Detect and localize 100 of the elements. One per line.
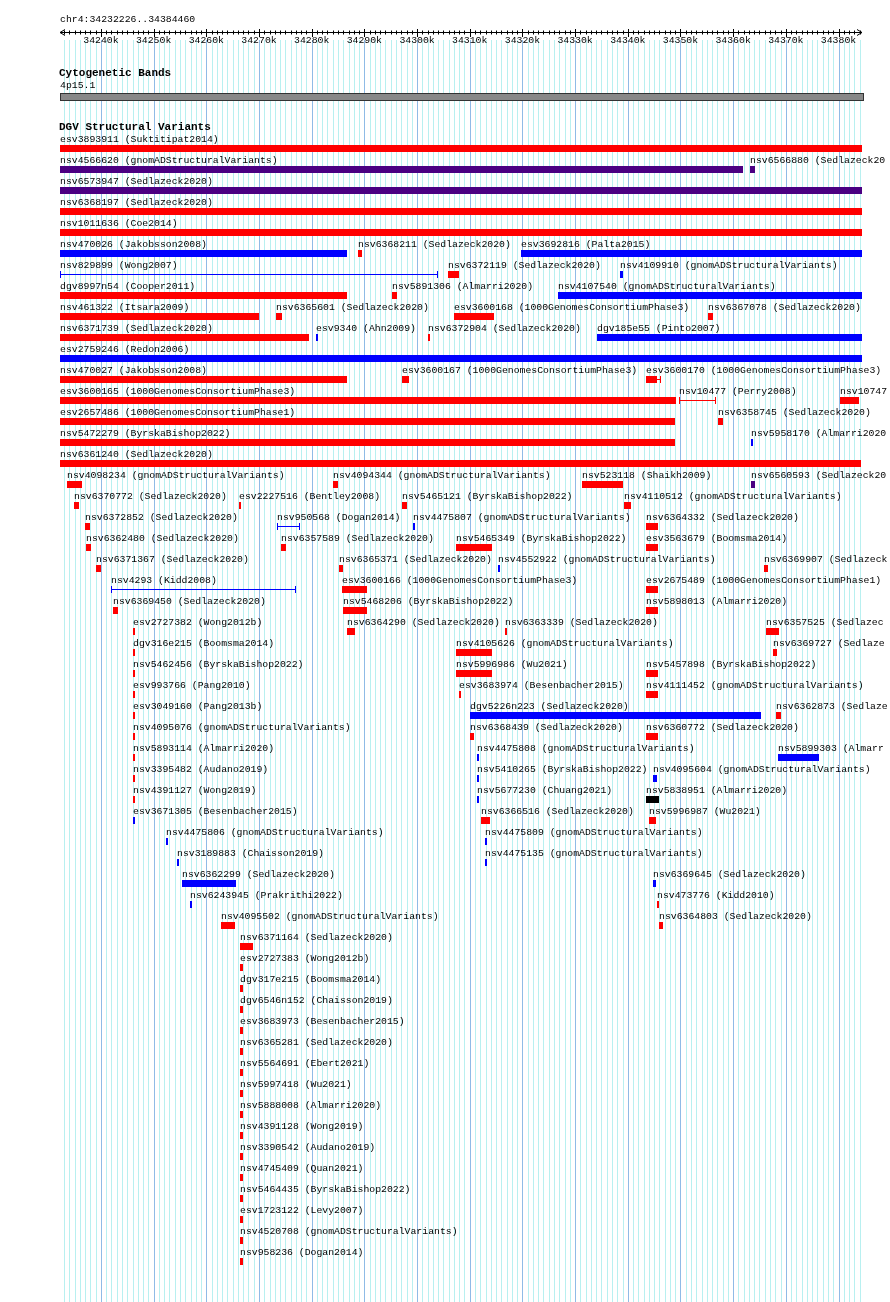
variant-label: nsv4391128 (Wong2019) <box>240 1121 364 1133</box>
tick-label: 34370k <box>767 35 804 47</box>
variant-label: nsv6370772 (Sedlazeck2020) <box>74 491 227 503</box>
variant-label: nsv5564691 (Ebert2021) <box>240 1058 370 1070</box>
variant-label: nsv5472279 (ByrskaBishop2022) <box>60 428 231 440</box>
variant-label: nsv3189883 (Chaisson2019) <box>177 848 324 860</box>
variant-label: nsv5465349 (ByrskaBishop2022) <box>456 533 627 545</box>
variant-label: nsv10747 <box>840 386 888 398</box>
variant-label: nsv5996987 (Wu2021) <box>649 806 761 818</box>
variant-label: esv3049160 (Pang2013b) <box>133 701 263 713</box>
variant-label: nsv4095604 (gnomADStructuralVariants) <box>653 764 871 776</box>
variant-label: nsv6369450 (Sedlazeck2020) <box>113 596 266 608</box>
variant-label: nsv6566880 (Sedlazeck20 <box>750 155 886 167</box>
tick-label: 34360k <box>715 35 752 47</box>
variant-label: nsv6363339 (Sedlazeck2020) <box>505 617 658 629</box>
variant-label: esv993766 (Pang2010) <box>133 680 251 692</box>
tick-label: 34330k <box>557 35 594 47</box>
variant-label: nsv5410265 (ByrskaBishop2022) <box>477 764 648 776</box>
variant-label: nsv470026 (Jakobsson2008) <box>60 239 207 251</box>
variant-label: nsv6364803 (Sedlazeck2020) <box>659 911 812 923</box>
variant-label: esv2727382 (Wong2012b) <box>133 617 263 629</box>
variant-label: esv3563679 (Boomsma2014) <box>646 533 788 545</box>
variant-label: nsv6357525 (Sedlazec <box>766 617 884 629</box>
tick-label: 34380k <box>820 35 857 47</box>
variant-label: nsv4109910 (gnomADStructuralVariants) <box>620 260 838 272</box>
variant-label: dgv317e215 (Boomsma2014) <box>240 974 382 986</box>
variant-label: nsv3395482 (Audano2019) <box>133 764 269 776</box>
variant-label: nsv5958170 (Almarri2020 <box>751 428 887 440</box>
variant-label: nsv4105626 (gnomADStructuralVariants) <box>456 638 674 650</box>
variant-label: nsv5462456 (ByrskaBishop2022) <box>133 659 304 671</box>
tick-label: 34260k <box>188 35 225 47</box>
variant-label: nsv6368197 (Sedlazeck2020) <box>60 197 213 209</box>
variant-label: nsv6357589 (Sedlazeck2020) <box>281 533 434 545</box>
variant-label: nsv5899303 (Almarr <box>778 743 884 755</box>
variant-label: dgv316e215 (Boomsma2014) <box>133 638 275 650</box>
variant-label: dgv6546n152 (Chaisson2019) <box>240 995 393 1007</box>
variant-label: nsv6365371 (Sedlazeck2020) <box>339 554 492 566</box>
variant-label: nsv4520708 (gnomADStructuralVariants) <box>240 1226 458 1238</box>
band-label: 4p15.1 <box>60 80 96 92</box>
variant-label: nsv6365281 (Sedlazeck2020) <box>240 1037 393 1049</box>
variant-label: nsv4094344 (gnomADStructuralVariants) <box>333 470 551 482</box>
tick-label: 34250k <box>135 35 172 47</box>
variant-label: esv3671305 (Besenbacher2015) <box>133 806 298 818</box>
variant-label: nsv4111452 (gnomADStructuralVariants) <box>646 680 864 692</box>
track-title: DGV Structural Variants <box>59 121 211 133</box>
variant-label: dgv8997n54 (Cooper2011) <box>60 281 196 293</box>
tick-label: 34270k <box>241 35 277 47</box>
variant-label: esv3600167 (1000GenomesConsortiumPhase3) <box>402 365 638 377</box>
variant-label: nsv6367078 (Sedlazeck2020) <box>708 302 861 314</box>
variant-label: nsv6362299 (Sedlazeck2020) <box>182 869 335 881</box>
variant-label: nsv6368211 (Sedlazeck2020) <box>358 239 511 251</box>
variant-label: nsv958236 (Dogan2014) <box>240 1247 364 1259</box>
variant-label: nsv6372904 (Sedlazeck2020) <box>428 323 581 335</box>
variant-label: esv1723122 (Levy2007) <box>240 1205 364 1217</box>
variant-label: nsv470027 (Jakobsson2008) <box>60 365 207 377</box>
variant-label: nsv829899 (Wong2007) <box>60 260 178 272</box>
variant-label: nsv6573947 (Sedlazeck2020) <box>60 176 213 188</box>
variant-label: nsv6366516 (Sedlazeck2020) <box>481 806 634 818</box>
variant-label: nsv6371739 (Sedlazeck2020) <box>60 323 213 335</box>
variant-label: esv3683973 (Besenbacher2015) <box>240 1016 405 1028</box>
variant-label: nsv4107540 (gnomADStructuralVariants) <box>558 281 776 293</box>
tick-label: 34280k <box>293 35 330 47</box>
variant-label: nsv6364290 (Sedlazeck2020) <box>347 617 500 629</box>
variant-label: esv2227516 (Bentley2008) <box>239 491 381 503</box>
variant-label: nsv4110512 (gnomADStructuralVariants) <box>624 491 842 503</box>
variant-label: nsv5677230 (Chuang2021) <box>477 785 613 797</box>
variant-label: nsv4475808 (gnomADStructuralVariants) <box>477 743 695 755</box>
variant-label: nsv461322 (Itsara2009) <box>60 302 190 314</box>
variant-label: nsv6243945 (Prakrithi2022) <box>190 890 343 902</box>
variant-label: esv2657486 (1000GenomesConsortiumPhase1) <box>60 407 296 419</box>
tick-label: 34300k <box>399 35 436 47</box>
location-label: chr4:34232226..34384460 <box>60 14 196 26</box>
variant-label: nsv6372119 (Sedlazeck2020) <box>448 260 601 272</box>
variant-label: nsv5468206 (ByrskaBishop2022) <box>343 596 514 608</box>
variant-label: esv3600168 (1000GenomesConsortiumPhase3) <box>454 302 690 314</box>
variant-label: nsv5898013 (Almarri2020) <box>646 596 788 608</box>
variant-label: nsv5838951 (Almarri2020) <box>646 785 788 797</box>
variant-label: nsv5465121 (ByrskaBishop2022) <box>402 491 573 503</box>
tick-label: 34340k <box>609 35 646 47</box>
variant-label: nsv5996986 (Wu2021) <box>456 659 568 671</box>
variant-label: nsv4095502 (gnomADStructuralVariants) <box>221 911 439 923</box>
variant-label: nsv6560593 (Sedlazeck20 <box>751 470 887 482</box>
variant-label: nsv5893114 (Almarri2020) <box>133 743 275 755</box>
variant-label: esv3692816 (Palta2015) <box>521 239 651 251</box>
variant-label: esv9340 (Ahn2009) <box>316 323 416 335</box>
variant-label: nsv473776 (Kidd2010) <box>657 890 775 902</box>
variant-label: nsv4745409 (Quan2021) <box>240 1163 364 1175</box>
variant-label: dgv5226n223 (Sedlazeck2020) <box>470 701 629 713</box>
variant-label: nsv6365601 (Sedlazeck2020) <box>276 302 429 314</box>
variant-label: nsv523118 (Shaikh2009) <box>582 470 712 482</box>
tick-label: 34240k <box>82 35 119 47</box>
variant-label: nsv6362480 (Sedlazeck2020) <box>86 533 239 545</box>
variant-label: nsv6369907 (Sedlazeck <box>764 554 888 566</box>
variant-label: nsv6368439 (Sedlazeck2020) <box>470 722 623 734</box>
variant-label: nsv6371367 (Sedlazeck2020) <box>96 554 249 566</box>
variant-label: esv2759246 (Redon2006) <box>60 344 190 356</box>
tick-label: 34350k <box>662 35 699 47</box>
variant-label: nsv4566620 (gnomADStructuralVariants) <box>60 155 278 167</box>
variant-label: nsv6360772 (Sedlazeck2020) <box>646 722 799 734</box>
variant-label: nsv6358745 (Sedlazeck2020) <box>718 407 871 419</box>
